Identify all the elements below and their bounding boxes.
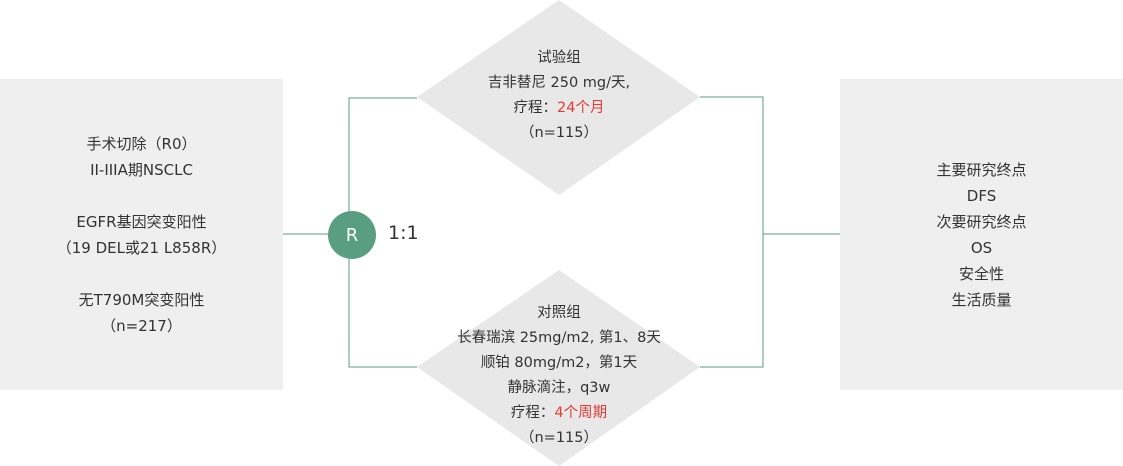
secondary-endpoint-os: OS bbox=[970, 238, 993, 257]
inclusion-criteria-box: 手术切除（R0） II-IIIA期NSCLC EGFR基因突变阳性 （19 DE… bbox=[0, 79, 283, 390]
control-arm-title: 对照组 bbox=[537, 305, 581, 321]
primary-endpoint-label: 主要研究终点 bbox=[936, 160, 1027, 179]
control-arm-count: （n=115） bbox=[519, 430, 598, 446]
control-arm-text: 对照组 长春瑞滨 25mg/m2, 第1、8天 顺铂 80mg/m2，第1天 静… bbox=[420, 301, 698, 451]
experimental-arm-title: 试验组 bbox=[537, 50, 581, 66]
experimental-arm-duration: 疗程：24个月 bbox=[440, 96, 678, 121]
randomization-circle: R bbox=[328, 211, 376, 259]
control-arm-drug2: 顺铂 80mg/m2，第1天 bbox=[480, 355, 638, 371]
randomization-ratio: 1:1 bbox=[388, 222, 419, 244]
experimental-arm-count: （n=115） bbox=[519, 125, 598, 141]
control-arm-drug1: 长春瑞滨 25mg/m2, 第1、8天 bbox=[457, 330, 661, 346]
inclusion-line-egfr: EGFR基因突变阳性 bbox=[76, 212, 207, 231]
inclusion-line-surgery: 手术切除（R0） bbox=[86, 134, 197, 153]
experimental-arm-duration-prefix: 疗程： bbox=[513, 100, 558, 116]
experimental-arm-diamond bbox=[417, 0, 700, 195]
primary-endpoint-value: DFS bbox=[966, 186, 997, 205]
control-arm-duration-prefix: 疗程： bbox=[510, 405, 555, 421]
secondary-endpoint-safety: 安全性 bbox=[958, 264, 1004, 283]
secondary-endpoint-label: 次要研究终点 bbox=[936, 212, 1027, 231]
inclusion-line-count: （n=217） bbox=[101, 316, 182, 335]
endpoints-box: 主要研究终点 DFS 次要研究终点 OS 安全性 生活质量 bbox=[840, 79, 1123, 390]
experimental-arm-text: 试验组 吉非替尼 250 mg/天, 疗程：24个月 （n=115） bbox=[440, 46, 678, 146]
control-arm-diamond bbox=[417, 270, 700, 466]
inclusion-line-mutation-type: （19 DEL或21 L858R） bbox=[56, 238, 227, 257]
control-arm-route: 静脉滴注，q3w bbox=[507, 380, 611, 396]
inclusion-line-t790m: 无T790M突变阳性 bbox=[78, 290, 205, 309]
inclusion-line-stage: II-IIIA期NSCLC bbox=[90, 160, 193, 179]
control-arm-duration-value: 4个周期 bbox=[554, 405, 608, 421]
experimental-arm-drug: 吉非替尼 250 mg/天, bbox=[487, 75, 631, 91]
control-arm-duration: 疗程：4个周期 bbox=[420, 401, 698, 426]
connector-lines bbox=[283, 96, 840, 368]
secondary-endpoint-qol: 生活质量 bbox=[951, 290, 1012, 309]
experimental-arm-duration-value: 24个月 bbox=[557, 100, 605, 116]
